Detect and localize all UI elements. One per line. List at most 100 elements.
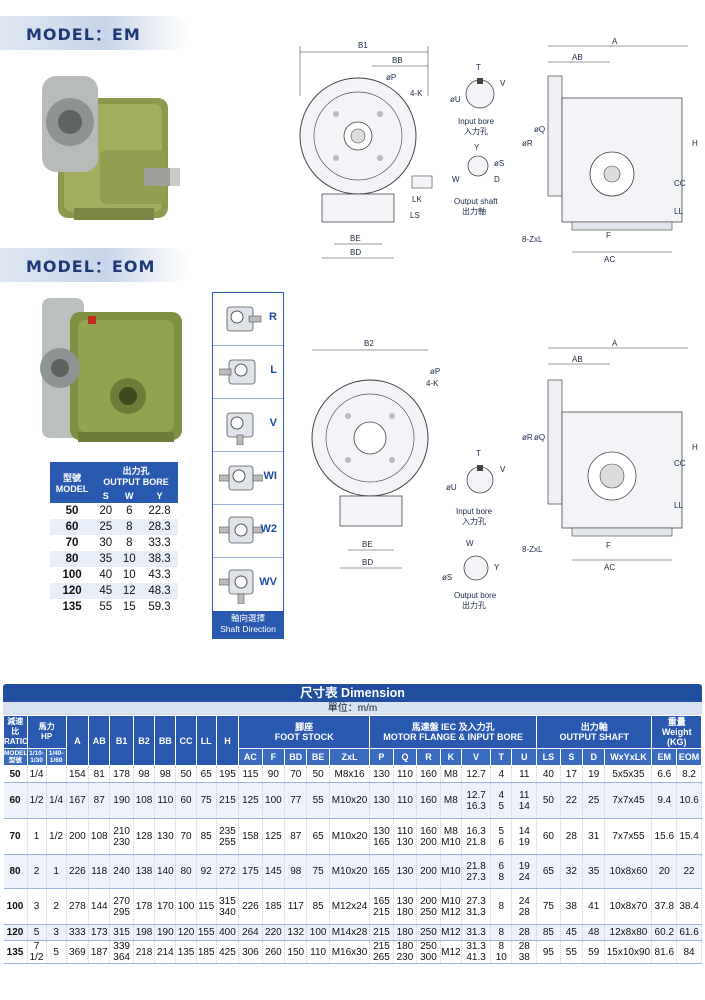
input-bore-caption-en: Input bore — [458, 117, 495, 126]
eom-side-ac: AC — [604, 563, 615, 572]
eom-output-bore-s: øS — [442, 573, 452, 582]
eom-output-bore-caption-zh: 出力孔 — [462, 600, 486, 610]
bore-col-w: W — [117, 489, 142, 503]
cell-a: 200 — [66, 818, 90, 855]
input-bore-caption-zh: 入力孔 — [464, 126, 488, 136]
cell-hp1: 5 — [27, 924, 47, 941]
eom-dim-be: BE — [362, 540, 373, 549]
eom-dim-k: 4-K — [426, 379, 439, 388]
input-bore-v: V — [500, 79, 506, 88]
eom-input-bore-v: V — [500, 465, 506, 474]
cell-eom: 8.2 — [676, 765, 702, 783]
cell-be: 65 — [306, 818, 330, 855]
cell-wyl: 10x8x60 — [604, 854, 653, 889]
cell-ls: 40 — [536, 765, 561, 783]
cell-eom: 84 — [676, 940, 702, 964]
cell-bb: 110 — [154, 782, 177, 819]
shaft-option-l: L — [213, 346, 283, 399]
cell-v: 12.7 — [461, 765, 492, 783]
cell-r: 250 — [416, 924, 441, 941]
cell-zxl: M14x28 — [329, 924, 371, 941]
cell-b1: 315 — [109, 924, 134, 941]
col-h: H — [215, 715, 240, 766]
cell-ll: 75 — [196, 782, 217, 819]
cell-be: 50 — [306, 765, 330, 783]
cell-s: 22 — [560, 782, 584, 819]
col-b1: B1 — [109, 715, 134, 766]
cell-cc: 100 — [175, 888, 197, 925]
col-wyl: WxYxLK — [604, 748, 653, 766]
col-em: EM — [651, 748, 678, 766]
cell-em: 15.6 — [651, 818, 678, 855]
cell-ab: 173 — [88, 924, 111, 941]
cell-model: 60 — [3, 782, 28, 819]
cell-a: 167 — [66, 782, 90, 819]
cell-s: 32 — [560, 854, 584, 889]
cell-be: 55 — [306, 782, 330, 819]
model-eom-banner: MODEL：EOM — [0, 248, 190, 282]
cell-eom: 10.6 — [676, 782, 702, 819]
shaft-option-w2: W2 — [213, 505, 283, 558]
col-bd: BD — [284, 748, 308, 766]
cell-p: 165 — [369, 854, 394, 889]
cell-wyl: 15x10x90 — [604, 940, 653, 964]
side-h: H — [692, 139, 698, 148]
cell-em: 20 — [651, 854, 678, 889]
shaft-direction-caption: 軸向選擇 Shaft Direction — [213, 611, 283, 638]
cell-hp2: 2 — [46, 888, 67, 925]
eom-side-f: F — [606, 541, 611, 550]
dim-label-be: BE — [350, 234, 361, 243]
cell-wyl: 7x7x45 — [604, 782, 653, 819]
cell-wyl: 7x7x55 — [604, 818, 653, 855]
dim-label-bd: BD — [350, 248, 361, 257]
gearbox-v-icon — [226, 412, 254, 445]
side-q: øQ — [534, 125, 545, 134]
eom-side-cc: CC — [674, 459, 686, 468]
cell-em: 6.6 — [651, 765, 678, 783]
cell-zxl: M8x16 — [329, 765, 371, 783]
em-side-view-drawing: A AB øR øQ H CC LL 8-ZxL F AC — [520, 36, 702, 266]
cell-h: 272 — [216, 854, 240, 889]
cell-r: 160 — [416, 782, 441, 819]
cell-ls: 75 — [536, 888, 561, 925]
cell-model: 100 — [3, 888, 28, 925]
cell-cc: 135 — [175, 940, 197, 964]
cell-k: M12 — [440, 940, 463, 964]
col-a: A — [65, 715, 90, 766]
cell-ac: 158 — [238, 818, 263, 855]
cell-ac: 175 — [238, 854, 263, 889]
cell-h: 215 — [216, 782, 240, 819]
cell-q: 110 — [393, 765, 418, 783]
cell-q: 130 — [393, 854, 418, 889]
cell-d: 31 — [582, 818, 606, 855]
eom-input-bore-u: øU — [446, 483, 457, 492]
col-ratio-2: 1/40-1/60 — [45, 748, 67, 766]
side-ac: AC — [604, 255, 615, 264]
cell-ll: 85 — [196, 818, 217, 855]
cell-zxl: M10x20 — [329, 854, 371, 889]
cell-f: 260 — [262, 940, 286, 964]
cell-b1: 240 — [109, 854, 134, 889]
eom-output-bore-y: Y — [494, 563, 500, 572]
cell-b2: 98 — [133, 765, 156, 783]
col-ac: AC — [238, 748, 263, 766]
cell-t: 4 — [490, 765, 513, 783]
side-ll: LL — [674, 207, 683, 216]
shaft-option-r: R — [213, 293, 283, 346]
cell-r: 160 — [416, 765, 441, 783]
